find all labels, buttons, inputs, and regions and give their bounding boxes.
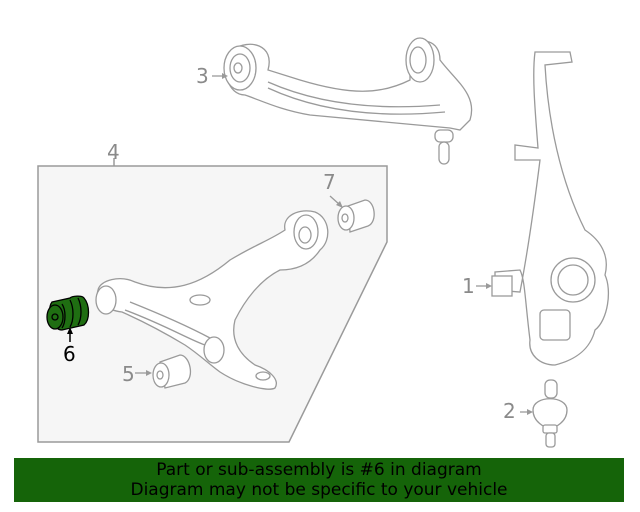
bushing-5 xyxy=(152,354,192,389)
parts-diagram xyxy=(37,37,609,448)
banner-line-1: Part or sub-assembly is #6 in diagram xyxy=(156,460,482,480)
banner-line-2: Diagram may not be specific to your vehi… xyxy=(130,480,508,500)
callout-3[interactable]: 3 xyxy=(196,64,209,88)
callout-5[interactable]: 5 xyxy=(122,362,135,386)
callout-7[interactable]: 7 xyxy=(323,170,336,194)
callout-1[interactable]: 1 xyxy=(462,274,475,298)
lower-ball-joint xyxy=(532,379,568,448)
upper-control-arm xyxy=(223,37,473,165)
bushing-6-highlighted[interactable] xyxy=(46,295,90,331)
bushing-7 xyxy=(337,199,375,233)
callout-6[interactable]: 6 xyxy=(63,342,76,366)
callout-2[interactable]: 2 xyxy=(503,399,516,423)
steering-knuckle xyxy=(491,51,609,366)
info-banner: Part or sub-assembly is #6 in diagram Di… xyxy=(14,458,624,502)
lower-control-arm xyxy=(95,210,329,390)
callout-4[interactable]: 4 xyxy=(107,140,120,164)
